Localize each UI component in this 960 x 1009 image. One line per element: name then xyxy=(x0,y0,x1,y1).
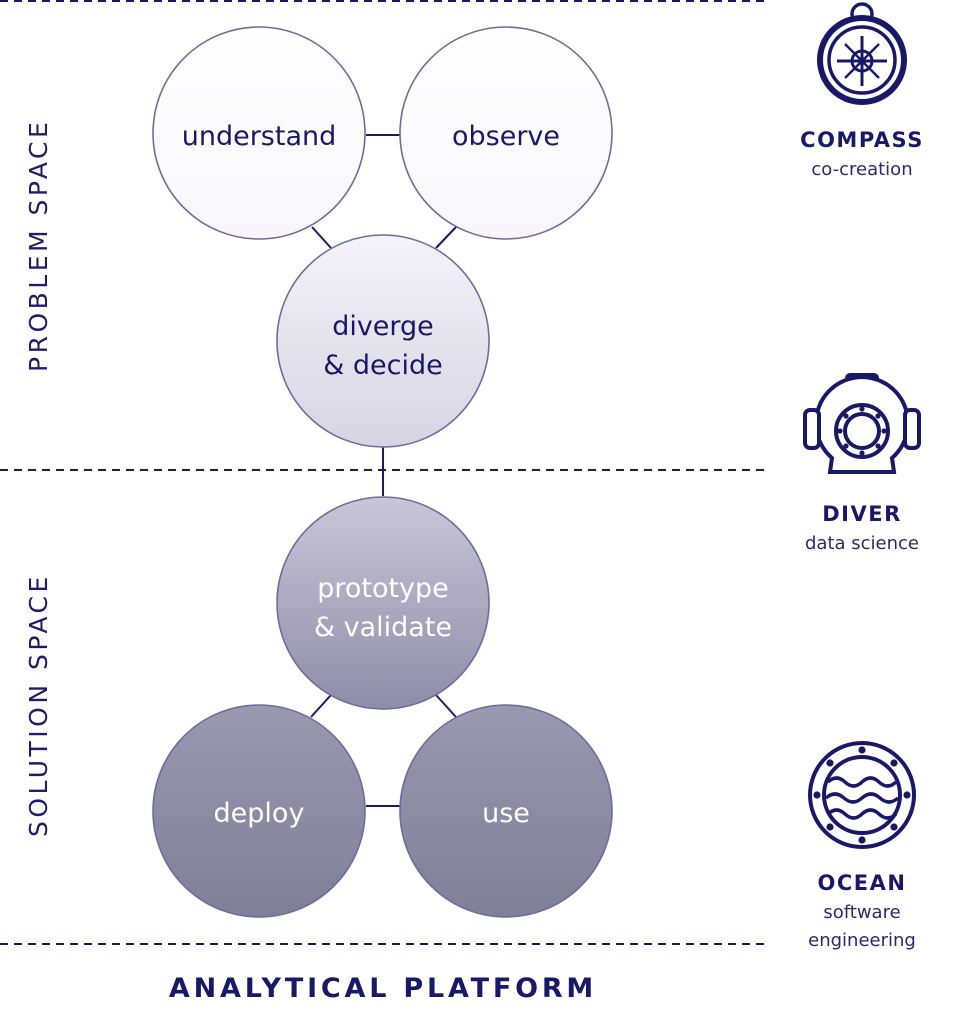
team-diver: DIVER data science xyxy=(803,373,921,554)
node-label-diverge-line1: diverge xyxy=(332,311,434,342)
node-understand: understand xyxy=(152,26,366,240)
node-diverge-decide: diverge & decide xyxy=(276,234,490,448)
team-name-compass: COMPASS xyxy=(800,128,924,152)
team-compass: COMPASS co-creation xyxy=(800,2,924,180)
compass-icon xyxy=(817,2,907,105)
solution-space-label: SOLUTION SPACE xyxy=(24,573,53,837)
node-label-deploy: deploy xyxy=(214,798,305,829)
connector-observe-diverge xyxy=(435,226,457,249)
node-use: use xyxy=(399,704,613,918)
porthole-waves-icon xyxy=(808,741,916,849)
node-label-understand: understand xyxy=(182,121,337,152)
node-label-diverge-line2: & decide xyxy=(323,350,442,381)
node-prototype-validate: prototype & validate xyxy=(276,496,490,710)
node-label-prototype-line1: prototype xyxy=(317,573,449,604)
node-label-prototype-line2: & validate xyxy=(314,612,452,643)
connectors xyxy=(310,134,457,807)
diver-helmet-icon xyxy=(803,373,921,474)
node-label-observe: observe xyxy=(452,121,560,152)
team-name-ocean: OCEAN xyxy=(818,871,907,895)
platform-label: ANALYTICAL PLATFORM xyxy=(169,973,597,1004)
team-name-diver: DIVER xyxy=(822,502,902,526)
connector-prototype-use xyxy=(435,694,457,718)
node-label-use: use xyxy=(482,798,530,829)
team-sub-ocean-line1: software xyxy=(823,902,900,923)
team-ocean: OCEAN software engineering xyxy=(808,741,916,951)
connector-understand-diverge xyxy=(311,226,332,249)
team-sub-diver: data science xyxy=(805,533,919,554)
team-sub-compass: co-creation xyxy=(811,159,912,180)
connector-prototype-deploy xyxy=(310,694,332,718)
team-sub-ocean-line2: engineering xyxy=(808,930,916,951)
node-observe: observe xyxy=(399,26,613,240)
problem-space-label: PROBLEM SPACE xyxy=(24,119,53,372)
node-deploy: deploy xyxy=(152,704,366,918)
